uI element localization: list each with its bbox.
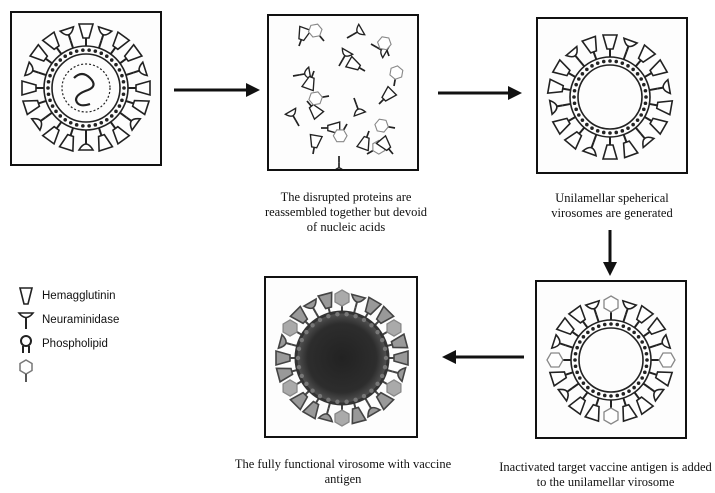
- legend: Hemagglutinin Neuraminidase Phospholipid: [14, 286, 154, 382]
- panel-functional-virosome: [264, 276, 418, 438]
- arrow-right-2: [436, 85, 524, 101]
- arrow-right-1: [172, 82, 262, 98]
- disrupted-proteins-illustration: [269, 16, 417, 169]
- caption-reassembled-proteins: The disrupted proteins are reassembled t…: [262, 190, 430, 235]
- legend-item-hemagglutinin: Hemagglutinin: [14, 286, 154, 310]
- legend-item-phospholipid: Phospholipid: [14, 334, 154, 358]
- caption-functional-virosome: The fully functional virosome with vacci…: [225, 457, 461, 487]
- legend-item-vaccine-antigen: [14, 358, 154, 382]
- caption-unilamellar-virosomes: Unilamellar speherical virosomes are gen…: [538, 191, 686, 221]
- legend-label: Hemagglutinin: [42, 290, 116, 302]
- arrow-left: [440, 349, 526, 365]
- legend-label: Neuraminidase: [42, 314, 119, 326]
- virosome-antigen-illustration: [537, 282, 685, 437]
- neuraminidase-icon: [16, 310, 36, 332]
- hemagglutinin-icon: [16, 286, 36, 308]
- legend-label: Phospholipid: [42, 338, 108, 350]
- arrow-down: [602, 228, 618, 278]
- panel-disrupted-proteins: [267, 14, 419, 171]
- intact-virus-illustration: [12, 13, 160, 164]
- vaccine-antigen-icon: [16, 358, 36, 384]
- phospholipid-icon: [16, 334, 36, 356]
- panel-unilamellar-virosome: [536, 17, 688, 174]
- unilamellar-virosome-illustration: [538, 19, 686, 172]
- panel-intact-virus: [10, 11, 162, 166]
- panel-virosome-antigen-added: [535, 280, 687, 439]
- legend-item-neuraminidase: Neuraminidase: [14, 310, 154, 334]
- functional-virosome-illustration: [266, 278, 416, 436]
- caption-antigen-added: Inactivated target vaccine antigen is ad…: [496, 460, 715, 490]
